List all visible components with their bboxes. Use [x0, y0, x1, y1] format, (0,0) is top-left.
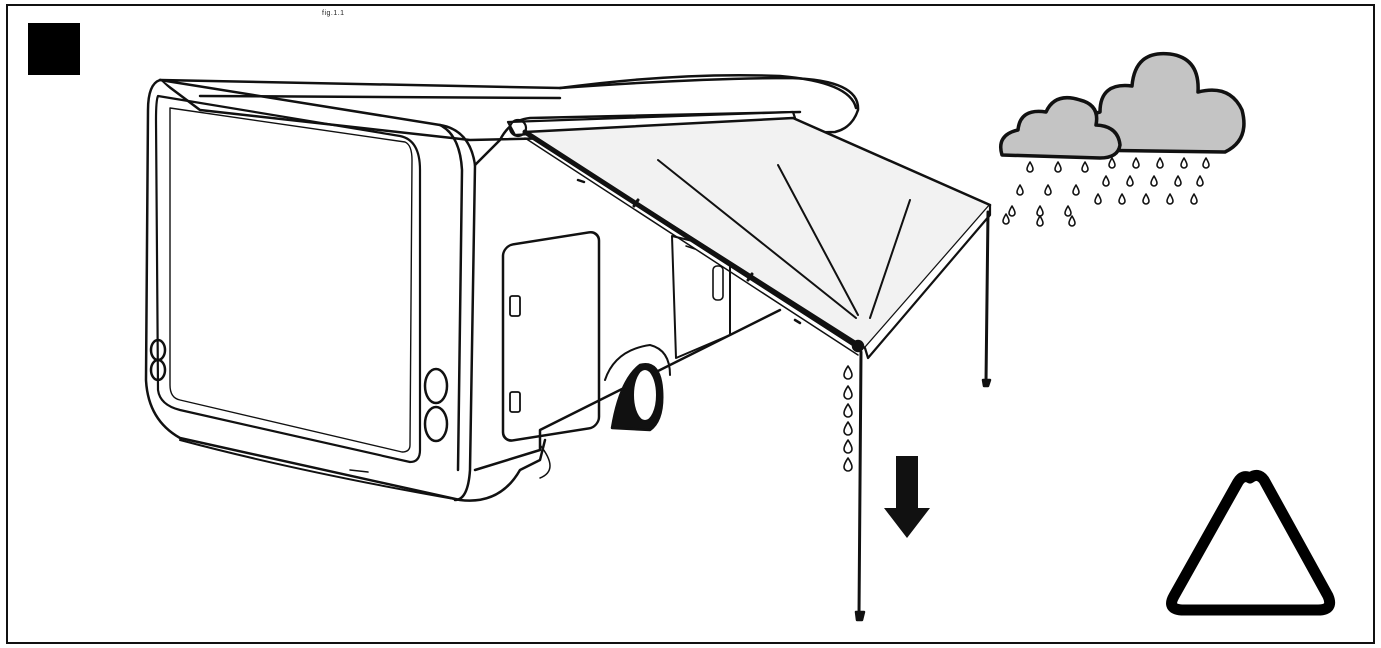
tail-light-left-bottom [149, 358, 167, 382]
rain-cloud-icon [999, 51, 1246, 227]
figure-label: fig.1.1 [322, 10, 345, 17]
awning-leg-front [857, 350, 863, 617]
awning [506, 110, 992, 622]
motorhome [144, 73, 860, 502]
side-locker-door [501, 230, 601, 442]
awning-leg-rear [984, 210, 990, 384]
water-drops [843, 365, 853, 472]
tail-light-right-top [423, 367, 449, 405]
arrow-down-icon [884, 456, 930, 538]
warning-triangle-icon [1166, 469, 1336, 616]
black-square-icon [28, 23, 80, 75]
tail-light-right-bottom [423, 405, 449, 443]
